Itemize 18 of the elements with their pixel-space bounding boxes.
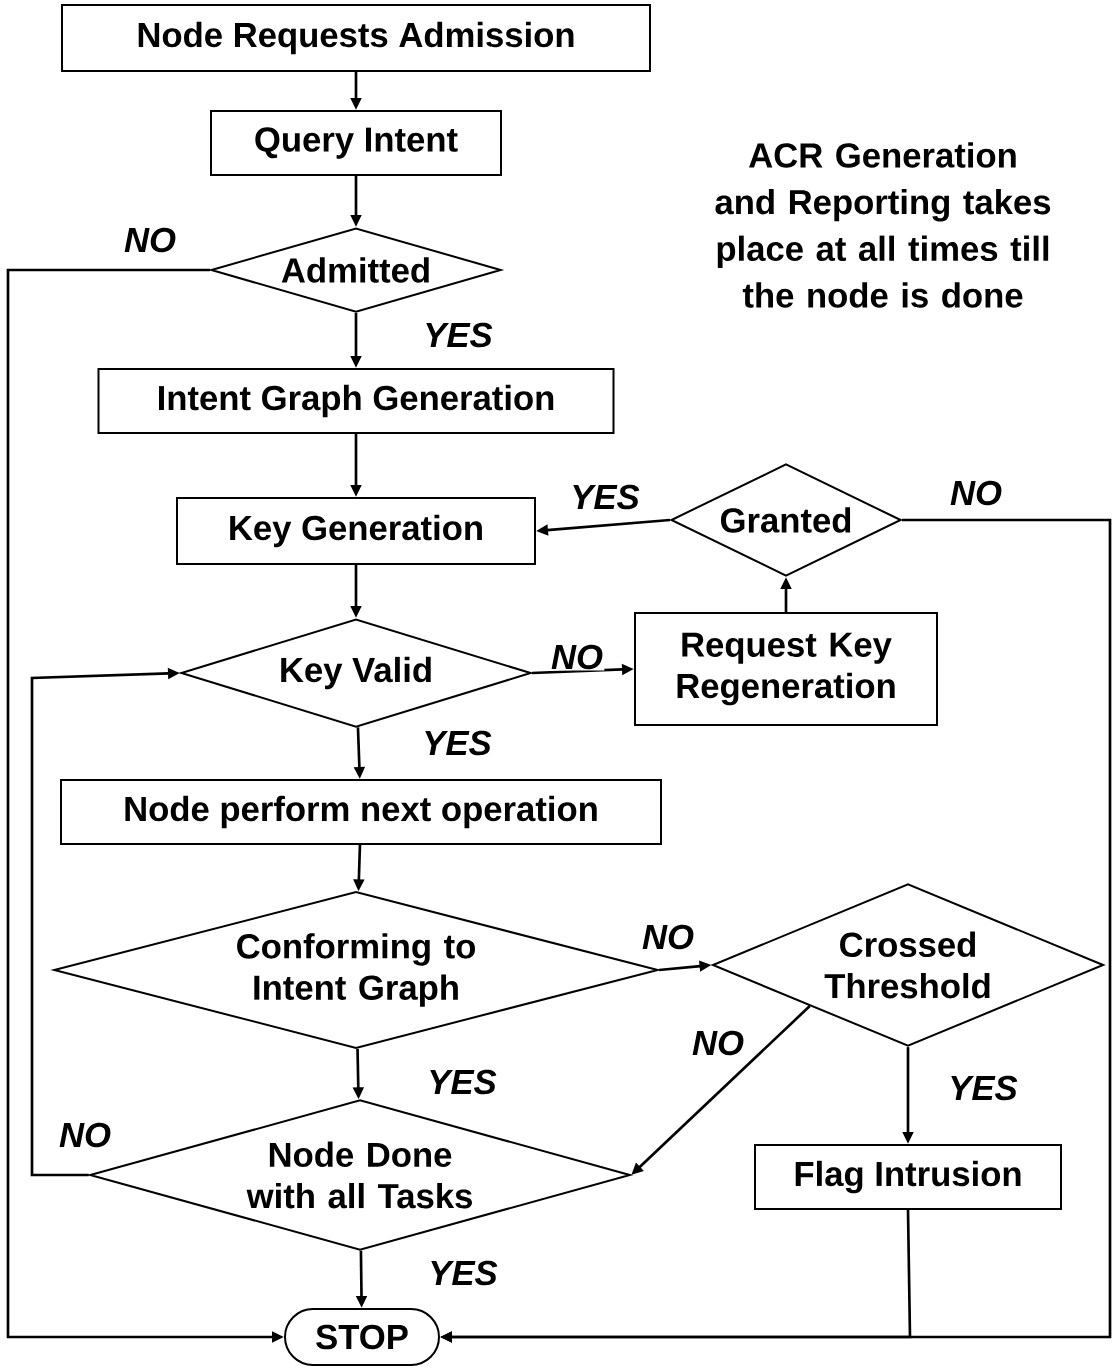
process-box: Query Intent	[210, 110, 502, 176]
edge-label: YES	[421, 729, 493, 757]
process-box: Request Key Regeneration	[634, 612, 938, 726]
process-box: Key Generation	[176, 497, 536, 565]
process-box: Flag Intrusion	[754, 1144, 1062, 1210]
edge-label: YES	[427, 1259, 499, 1287]
process-box: Node Requests Admission	[61, 4, 651, 72]
edge-label: YES	[947, 1074, 1019, 1102]
edge-label: NO	[948, 479, 1004, 507]
terminal-box: STOP	[284, 1308, 440, 1366]
note-text: ACR Generation and Reporting takes place at all times till the node is done	[715, 142, 1051, 308]
process-box: Node perform next operation	[60, 779, 662, 845]
edge-label: YES	[426, 1068, 498, 1096]
edge-label: NO	[549, 643, 605, 671]
edge-label: NO	[122, 226, 178, 254]
process-box: Intent Graph Generation	[97, 368, 615, 434]
edge-label: YES	[422, 321, 494, 349]
edge-label: YES	[569, 483, 641, 511]
